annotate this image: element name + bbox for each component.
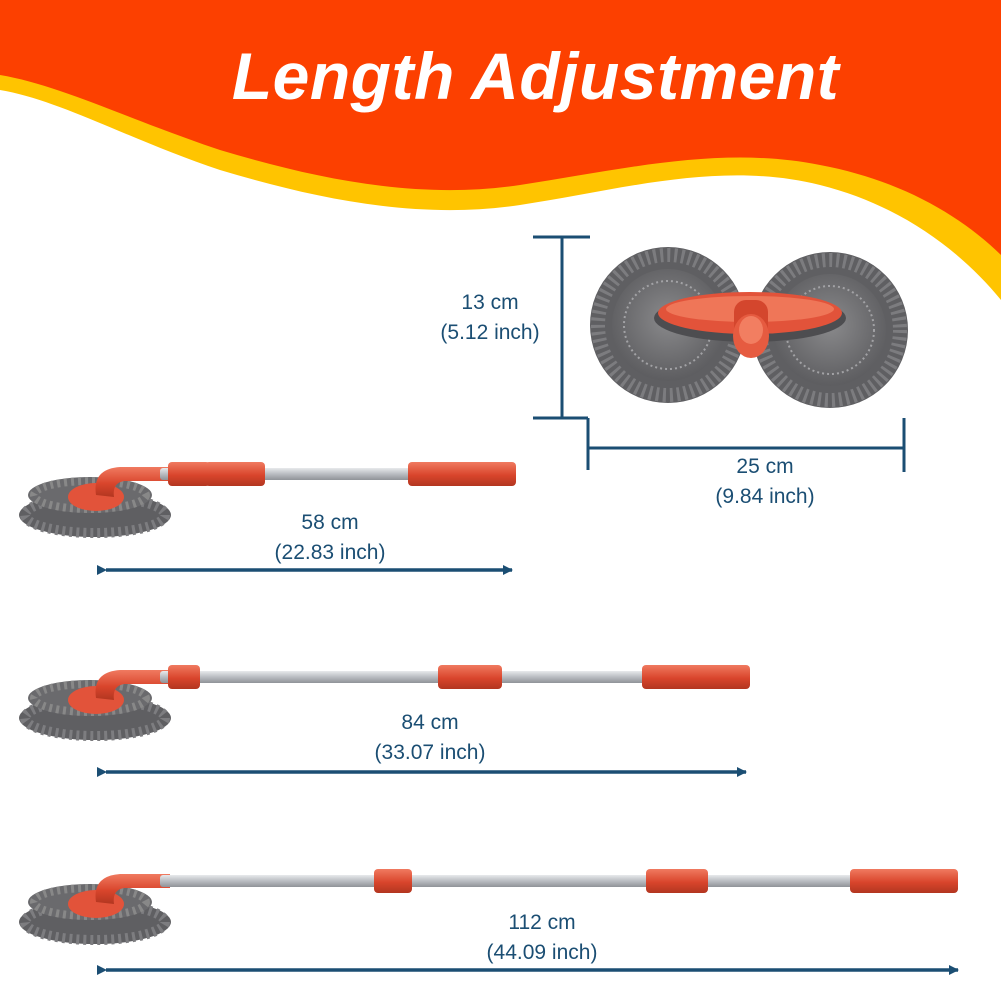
head-height-metric: 13 cm [461, 291, 519, 314]
aluminum-tube [160, 875, 948, 887]
length-arrows [97, 565, 959, 975]
handle-grip [850, 869, 958, 893]
length-label-84: 84 cm (33.07 inch) [340, 708, 520, 768]
page-title: Length Adjustment [231, 39, 840, 113]
mop-head-side [19, 680, 171, 741]
length-112-metric: 112 cm [508, 911, 576, 934]
lock-collar [438, 665, 502, 689]
length-58-imperial: (22.83 inch) [274, 541, 386, 564]
mop-head-side [19, 884, 171, 945]
mop-head-side [19, 477, 171, 538]
head-width-label: 25 cm (9.84 inch) [690, 452, 840, 512]
lock-collar [168, 665, 200, 689]
pole-112 [19, 869, 958, 945]
lock-collar [168, 462, 210, 486]
pole-58 [19, 462, 516, 538]
length-label-58: 58 cm (22.83 inch) [240, 508, 420, 568]
lock-collar [205, 462, 265, 486]
length-58-metric: 58 cm [301, 511, 359, 534]
handle-grip [642, 665, 750, 689]
head-height-label: 13 cm (5.12 inch) [420, 288, 560, 348]
extension-poles [19, 462, 958, 945]
pole-84 [19, 665, 750, 741]
head-width-metric: 25 cm [736, 455, 794, 478]
elbow-connector [95, 874, 170, 904]
header-banner [0, 0, 1001, 300]
lock-collar [646, 869, 708, 893]
length-label-112: 112 cm (44.09 inch) [452, 908, 632, 968]
mop-head-top-view [590, 247, 908, 408]
banner-red-wave [0, 0, 1001, 255]
head-width-imperial: (9.84 inch) [715, 485, 815, 508]
length-112-imperial: (44.09 inch) [486, 941, 598, 964]
mop-head-bracket [654, 292, 846, 358]
lock-collar [374, 869, 412, 893]
handle-grip [408, 462, 516, 486]
length-84-metric: 84 cm [401, 711, 459, 734]
head-height-imperial: (5.12 inch) [440, 321, 540, 344]
elbow-connector [95, 670, 170, 700]
elbow-connector [95, 467, 170, 497]
length-84-imperial: (33.07 inch) [374, 741, 486, 764]
height-dimension-lines [533, 235, 906, 472]
